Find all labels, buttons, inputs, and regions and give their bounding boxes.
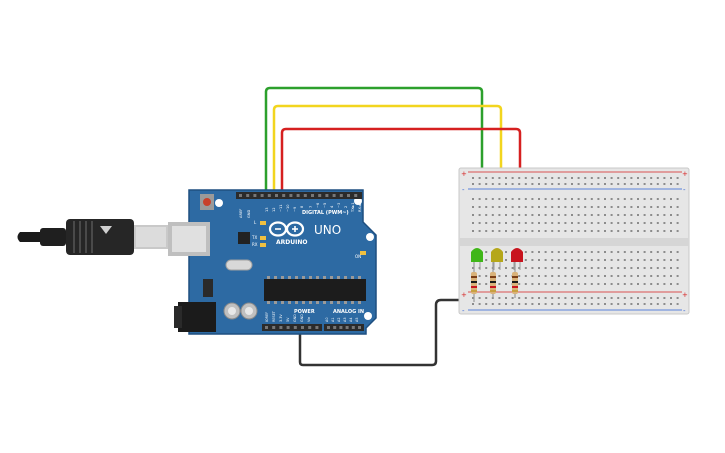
resistor-3[interactable] <box>512 262 518 298</box>
pin-13-label: 13 <box>265 207 269 212</box>
a2-label: A2 <box>337 318 341 322</box>
atmega-chip <box>264 279 366 301</box>
power-label: POWER <box>294 309 315 315</box>
black-ground-wire[interactable] <box>298 298 472 367</box>
pin-12-label: 12 <box>272 207 276 212</box>
aref-label: AREF <box>239 209 243 218</box>
power-header[interactable] <box>262 324 322 331</box>
a3-label: A3 <box>343 318 347 322</box>
a4-label: A4 <box>349 318 353 322</box>
rx-label: RX <box>252 242 258 247</box>
pin-8-label: 8 <box>300 205 304 208</box>
a5-label: A5 <box>355 318 359 322</box>
a1-label: A1 <box>331 318 335 322</box>
usb-cable <box>17 219 168 255</box>
digital-label: DIGITAL (PWM~) <box>302 210 349 216</box>
rail-minus-top-right: - <box>683 186 686 194</box>
rail-minus-bottom-right: - <box>683 307 686 315</box>
gnd-power-label-2: GND <box>300 314 304 322</box>
v5-label: 5V <box>286 317 290 322</box>
arduino-uno-board[interactable]: ARDUINO UNO DIGITAL (PWM~) POWER ANALOG … <box>168 189 377 335</box>
green-led[interactable] <box>471 248 483 270</box>
analog-header[interactable] <box>324 324 364 331</box>
rail-plus-top-right: + <box>682 170 688 178</box>
red-wire[interactable] <box>280 127 522 252</box>
l-label: L <box>254 220 257 225</box>
rail-plus-bottom-left: + <box>461 291 467 299</box>
pin-1-label: TX►1 <box>351 202 355 213</box>
rail-plus-bottom-right: + <box>682 291 688 299</box>
pin-9-label: ~9 <box>293 206 297 212</box>
green-wire[interactable] <box>264 86 484 252</box>
pin-5-label: ~5 <box>323 203 327 208</box>
on-label: ON <box>355 254 361 259</box>
yellow-wire[interactable] <box>272 104 503 252</box>
pin-11-label: ~11 <box>279 204 283 212</box>
pin-10-label: ~10 <box>286 204 290 212</box>
v33-label: 3.3V <box>279 314 283 322</box>
pin-0-label: RX◄0 <box>358 201 362 212</box>
pin-3-label: ~3 <box>337 203 341 208</box>
yellow-led[interactable] <box>491 248 503 270</box>
pin-4-label: 4 <box>330 205 334 208</box>
pin-2-label: 2 <box>344 206 348 208</box>
pin-7-label: 7 <box>309 206 313 208</box>
ioref-label: IOREF <box>265 312 269 322</box>
rail-minus-top-left: - <box>462 186 465 194</box>
rail-minus-bottom-left: - <box>462 307 465 315</box>
pin-6-label: ~6 <box>316 202 320 208</box>
resistor-2[interactable] <box>490 262 496 298</box>
arduino-logo-icon <box>268 221 305 237</box>
model-text: UNO <box>314 223 341 237</box>
analog-label: ANALOG IN <box>333 309 364 315</box>
power-jack <box>178 302 216 332</box>
tx-label: TX <box>251 235 257 240</box>
reset-label: RESET <box>272 310 276 322</box>
vin-label: Vin <box>307 317 311 322</box>
brand-text: ARDUINO <box>276 239 307 246</box>
a0-label: A0 <box>325 318 329 322</box>
usb-symbol-icon <box>100 226 112 234</box>
rail-plus-top-left: + <box>461 170 467 178</box>
red-led[interactable] <box>511 248 523 270</box>
gnd-power-label-1: GND <box>293 314 297 322</box>
gnd-label: GND <box>247 210 251 218</box>
